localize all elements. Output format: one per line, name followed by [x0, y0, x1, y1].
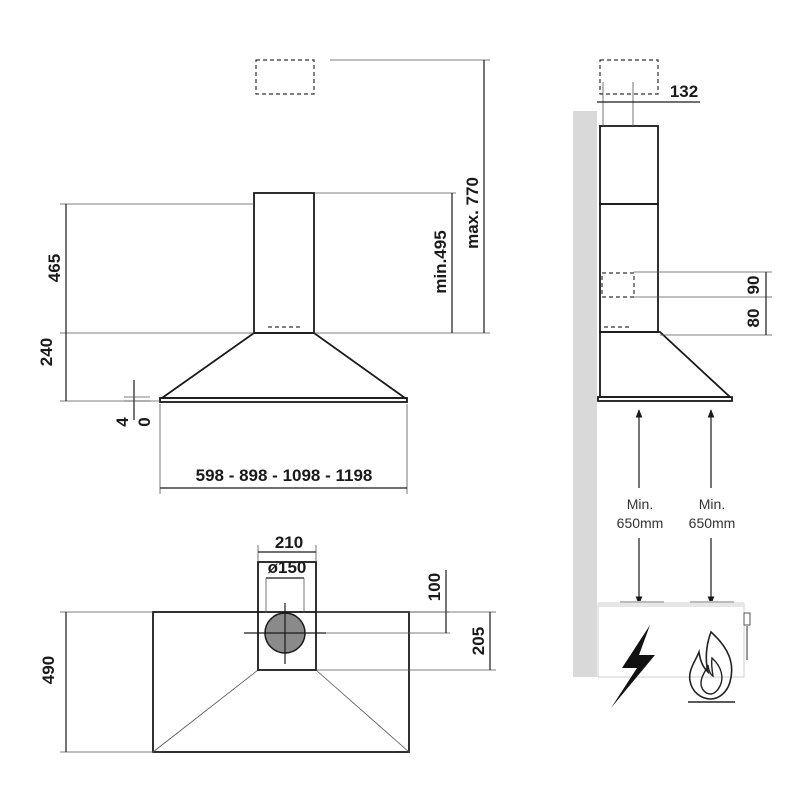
side-view: 132 90 80 Min. 650mm Min. 650mm — [573, 59, 772, 708]
dim-label-80: 80 — [744, 309, 763, 328]
front-hood-base — [159, 397, 408, 403]
cooktop-cabinet — [597, 603, 745, 678]
dim-label-465: 465 — [45, 254, 64, 282]
wall — [573, 111, 597, 677]
dim-label-90: 90 — [744, 276, 763, 295]
side-hood-base — [597, 396, 733, 402]
dim-label-min: min.495 — [431, 230, 450, 293]
dim-label-widths: 598 - 898 - 1098 - 1198 — [196, 466, 373, 485]
lightning-icon — [611, 625, 655, 708]
front-chimney — [253, 192, 315, 334]
dim-label-132: 132 — [670, 82, 698, 101]
front-view: 465 240 4 0 min.495 max. 770 598 - 898 -… — [37, 59, 490, 494]
front-hood-canopy — [159, 332, 408, 399]
dim-label-150: ø150 — [268, 558, 307, 577]
clearance-electric-label: Min. — [627, 496, 653, 512]
top-view: 210 ø150 100 205 490 — [39, 533, 496, 753]
flame-icon — [688, 630, 735, 703]
top-hood-edge-right — [315, 669, 410, 753]
top-hood-edge-left — [152, 669, 259, 753]
clearance-gas-label: Min. — [699, 496, 725, 512]
top-hood-outline — [152, 611, 410, 753]
dim-label-offset-b: 0 — [135, 417, 154, 426]
side-chimney-extension-outline — [599, 59, 659, 95]
dim-label-210: 210 — [275, 533, 303, 552]
side-hood-canopy — [599, 331, 733, 398]
chimney-extension-outline — [255, 59, 315, 95]
cooktop-knob — [743, 612, 751, 626]
side-bracket-outline — [601, 272, 635, 298]
side-chimney-lower — [599, 203, 659, 333]
side-chimney-upper — [599, 125, 659, 205]
dim-label-240: 240 — [37, 338, 56, 366]
clearance-electric-value: 650mm — [617, 515, 664, 531]
cooktop-surface — [598, 602, 744, 607]
dim-label-max: max. 770 — [463, 177, 482, 249]
dim-label-490: 490 — [39, 656, 58, 684]
dim-label-205: 205 — [469, 627, 488, 655]
clearance-gas-value: 650mm — [689, 515, 736, 531]
dim-label-100: 100 — [425, 573, 444, 601]
top-chimney — [257, 561, 317, 671]
dim-label-offset-a: 4 — [113, 417, 132, 427]
